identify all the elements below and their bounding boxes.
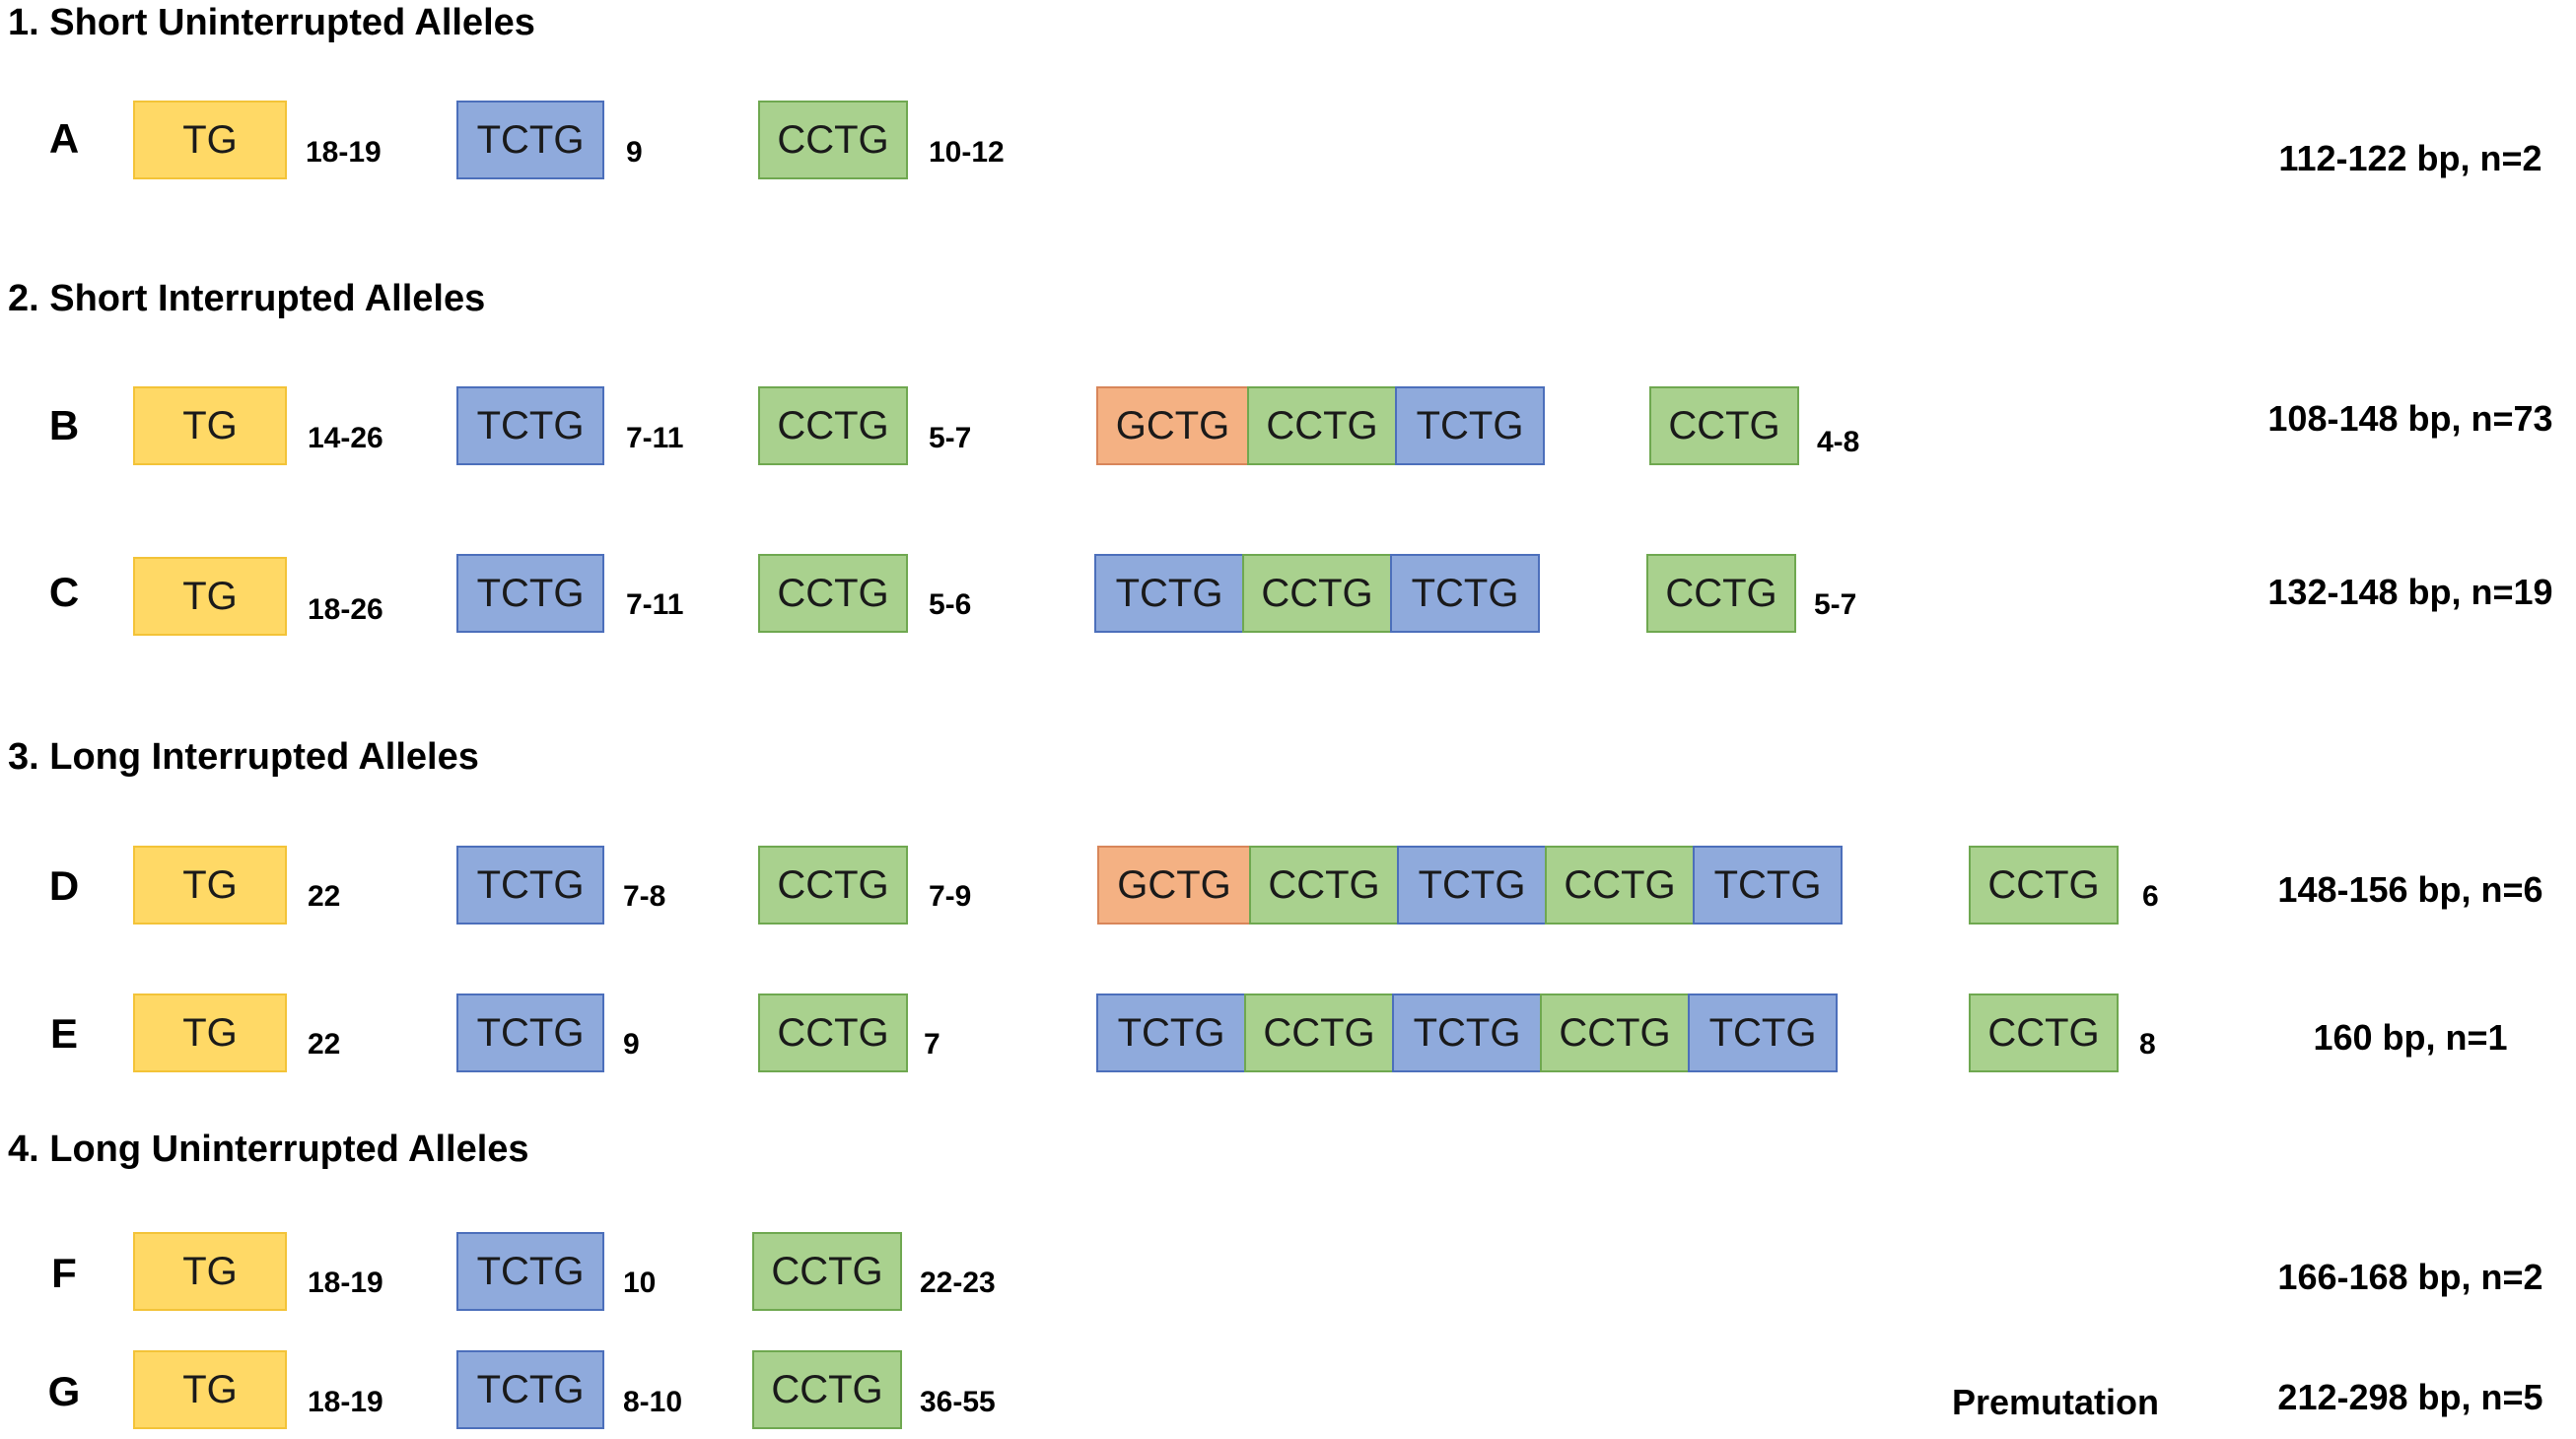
tg-count: 22	[308, 880, 341, 913]
interruption-tctg-box: TCTG	[1397, 846, 1547, 925]
interruption-gctg-box: GCTG	[1097, 846, 1251, 925]
cctg-count: 7-9	[929, 880, 972, 913]
tctg-repeat-box: TCTG	[456, 386, 604, 465]
tg-repeat-box: TG	[133, 846, 287, 925]
row-label: F	[51, 1250, 77, 1296]
cctg-count: 36-55	[920, 1386, 996, 1418]
row-label: E	[49, 1010, 78, 1057]
tctg-count: 7-8	[623, 880, 666, 913]
tctg-repeat-box: TCTG	[456, 994, 604, 1072]
interruption-tctg-box: TCTG	[1390, 554, 1540, 633]
allele-size-summary: 112-122 bp, n=2	[2278, 138, 2542, 178]
allele-size-summary: 166-168 bp, n=2	[2277, 1257, 2543, 1297]
interruption-cctg-box: CCTG	[1249, 846, 1399, 925]
tail-cctg-box: CCTG	[1969, 846, 2119, 925]
tctg-repeat-box: TCTG	[456, 846, 604, 925]
interruption-tctg-box: TCTG	[1395, 386, 1545, 465]
tg-count: 18-19	[306, 136, 382, 169]
cctg-count: 5-6	[929, 588, 972, 621]
tg-count: 18-26	[308, 593, 383, 626]
cctg-repeat-box: CCTG	[758, 554, 908, 633]
tg-count: 18-19	[308, 1267, 383, 1299]
tg-repeat-box: TG	[133, 557, 287, 636]
interruption-cctg-box: CCTG	[1242, 554, 1392, 633]
cctg-repeat-box: CCTG	[752, 1232, 902, 1311]
tail-cctg-count: 4-8	[1817, 426, 1860, 458]
interruption-cctg-box: CCTG	[1247, 386, 1397, 465]
tail-cctg-count: 5-7	[1814, 588, 1857, 621]
row-label: C	[48, 569, 80, 615]
interruption-tctg-box: TCTG	[1688, 994, 1838, 1072]
tail-cctg-box: CCTG	[1646, 554, 1796, 633]
allele-size-summary: 160 bp, n=1	[2313, 1017, 2508, 1058]
cctg-repeat-box: CCTG	[758, 386, 908, 465]
tctg-repeat-box: TCTG	[456, 1350, 604, 1429]
section-title-long-interrupted: 3. Long Interrupted Alleles	[8, 736, 479, 778]
cctg-count: 7	[924, 1028, 940, 1061]
allele-size-summary: 132-148 bp, n=19	[2267, 572, 2553, 612]
interruption-tctg-box: TCTG	[1096, 994, 1246, 1072]
tg-count: 22	[308, 1028, 341, 1061]
tctg-repeat-box: TCTG	[456, 101, 604, 179]
tail-cctg-box: CCTG	[1969, 994, 2119, 1072]
tg-repeat-box: TG	[133, 386, 287, 465]
tctg-count: 9	[623, 1028, 640, 1061]
tg-repeat-box: TG	[133, 1232, 287, 1311]
premutation-label: Premutation	[1952, 1382, 2160, 1422]
allele-size-summary: 148-156 bp, n=6	[2277, 869, 2543, 910]
tctg-count: 8-10	[623, 1386, 683, 1418]
allele-size-summary: 212-298 bp, n=5	[2277, 1377, 2543, 1417]
row-label: B	[48, 402, 80, 448]
tail-cctg-box: CCTG	[1649, 386, 1799, 465]
tctg-count: 9	[626, 136, 643, 169]
row-label: D	[48, 862, 80, 909]
cctg-count: 5-7	[929, 422, 972, 454]
cctg-repeat-box: CCTG	[758, 994, 908, 1072]
tg-repeat-box: TG	[133, 1350, 287, 1429]
section-title-long-uninterrupted: 4. Long Uninterrupted Alleles	[8, 1129, 529, 1170]
tg-count: 18-19	[308, 1386, 383, 1418]
cctg-repeat-box: CCTG	[758, 101, 908, 179]
interruption-cctg-box: CCTG	[1545, 846, 1695, 925]
tctg-repeat-box: TCTG	[456, 1232, 604, 1311]
allele-size-summary: 108-148 bp, n=73	[2267, 398, 2553, 439]
tail-cctg-count: 6	[2142, 880, 2159, 913]
tctg-count: 7-11	[626, 588, 684, 621]
tctg-count: 7-11	[626, 422, 684, 454]
row-label: G	[47, 1368, 81, 1414]
interruption-tctg-box: TCTG	[1392, 994, 1542, 1072]
section-title-short-uninterrupted: 1. Short Uninterrupted Alleles	[8, 2, 535, 43]
interruption-tctg-box: TCTG	[1693, 846, 1843, 925]
section-title-short-interrupted: 2. Short Interrupted Alleles	[8, 278, 486, 319]
cctg-count: 10-12	[929, 136, 1005, 169]
row-label: A	[48, 115, 80, 162]
interruption-gctg-box: GCTG	[1096, 386, 1249, 465]
interruption-tctg-box: TCTG	[1094, 554, 1244, 633]
cctg-repeat-box: CCTG	[752, 1350, 902, 1429]
cctg-count: 22-23	[920, 1267, 996, 1299]
tctg-repeat-box: TCTG	[456, 554, 604, 633]
interruption-cctg-box: CCTG	[1244, 994, 1394, 1072]
tg-repeat-box: TG	[133, 994, 287, 1072]
cctg-repeat-box: CCTG	[758, 846, 908, 925]
interruption-cctg-box: CCTG	[1540, 994, 1690, 1072]
tg-repeat-box: TG	[133, 101, 287, 179]
tctg-count: 10	[623, 1267, 657, 1299]
tg-count: 14-26	[308, 422, 383, 454]
tail-cctg-count: 8	[2139, 1028, 2156, 1061]
